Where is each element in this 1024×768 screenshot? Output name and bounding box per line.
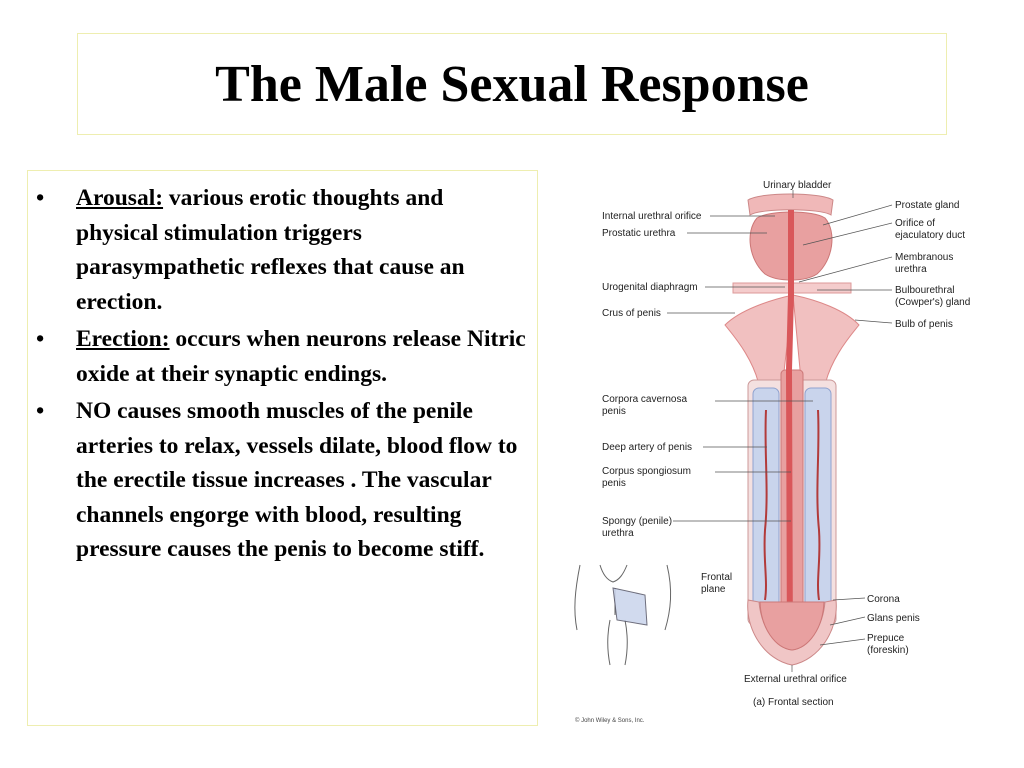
label-orifice-2: ejaculatory duct [895, 230, 965, 241]
label-spongy-urethra-2: urethra [602, 528, 634, 539]
glans-core-shape [759, 601, 825, 651]
title-box: The Male Sexual Response [77, 33, 947, 135]
bullet-text-box: • Arousal: various erotic thoughts and ph… [27, 170, 538, 726]
bullet-text: various erotic thoughts and physical sti… [76, 185, 465, 315]
bullet-item-erection: • Erection: occurs when neurons release N… [34, 322, 529, 391]
label-corona: Corona [867, 594, 900, 605]
slide-title: The Male Sexual Response [215, 55, 809, 113]
anatomy-diagram: Internal urethral orifice Prostatic uret… [574, 180, 970, 724]
bullet-item-arousal: • Arousal: various erotic thoughts and ph… [34, 181, 529, 319]
leader-lines [667, 190, 893, 672]
label-membranous-2: urethra [895, 264, 927, 275]
bullet-term: Arousal: [76, 185, 164, 211]
bullet-item-no-effect: • NO causes smooth muscles of the penile … [34, 394, 529, 567]
bullet-dot: • [36, 185, 45, 211]
bullet-text: occurs when neurons release Nitric oxide… [76, 326, 526, 387]
bullet-text: NO causes smooth muscles of the penile a… [76, 398, 518, 562]
label-corpora-cavernosa: Corpora cavernosa [602, 394, 687, 405]
anatomy-figure: Internal urethral orifice Prostatic uret… [555, 170, 1024, 730]
bullet-dot: • [36, 326, 45, 352]
frontal-plane-inset [574, 564, 672, 666]
label-external-urethral-orifice: External urethral orifice [744, 674, 847, 685]
label-bulb-of-penis: Bulb of penis [895, 319, 953, 330]
figure-copyright: © John Wiley & Sons, Inc. [575, 717, 645, 724]
bullet-term: Erection: [76, 326, 170, 352]
label-crus-of-penis: Crus of penis [602, 308, 661, 319]
label-urogenital-diaphragm: Urogenital diaphragm [602, 282, 698, 293]
label-bulbourethral-2: (Cowper's) gland [895, 297, 970, 308]
label-membranous: Membranous [895, 252, 953, 263]
label-frontal-plane-2: plane [701, 584, 726, 595]
figure-caption: (a) Frontal section [753, 697, 834, 708]
label-frontal-plane: Frontal [701, 572, 732, 583]
label-corpora-cavernosa-penis: penis [602, 406, 626, 417]
label-deep-artery: Deep artery of penis [602, 442, 692, 453]
label-prepuce: Prepuce [867, 633, 905, 644]
urinary-bladder-shape [747, 193, 834, 216]
bullet-list: • Arousal: various erotic thoughts and ph… [34, 181, 529, 567]
label-urinary-bladder: Urinary bladder [763, 180, 832, 191]
bullet-dot: • [36, 398, 45, 424]
label-bulbourethral: Bulbourethral [895, 285, 954, 296]
urethra-shape [785, 210, 794, 661]
deep-artery-right-shape [816, 409, 821, 601]
frontal-plane-shape [612, 587, 648, 626]
label-corpus-spongiosum: Corpus spongiosum [602, 466, 691, 477]
label-orifice: Orifice of [895, 218, 935, 229]
label-corpus-spongiosum-penis: penis [602, 478, 626, 489]
label-prostate-gland: Prostate gland [895, 200, 960, 211]
label-prostatic-urethra: Prostatic urethra [602, 228, 676, 239]
deep-artery-left-shape [763, 409, 768, 601]
label-internal-urethral-orifice: Internal urethral orifice [602, 211, 702, 222]
label-spongy-urethra: Spongy (penile) [602, 516, 672, 527]
label-prepuce-2: (foreskin) [867, 645, 909, 656]
label-glans-penis: Glans penis [867, 613, 920, 624]
